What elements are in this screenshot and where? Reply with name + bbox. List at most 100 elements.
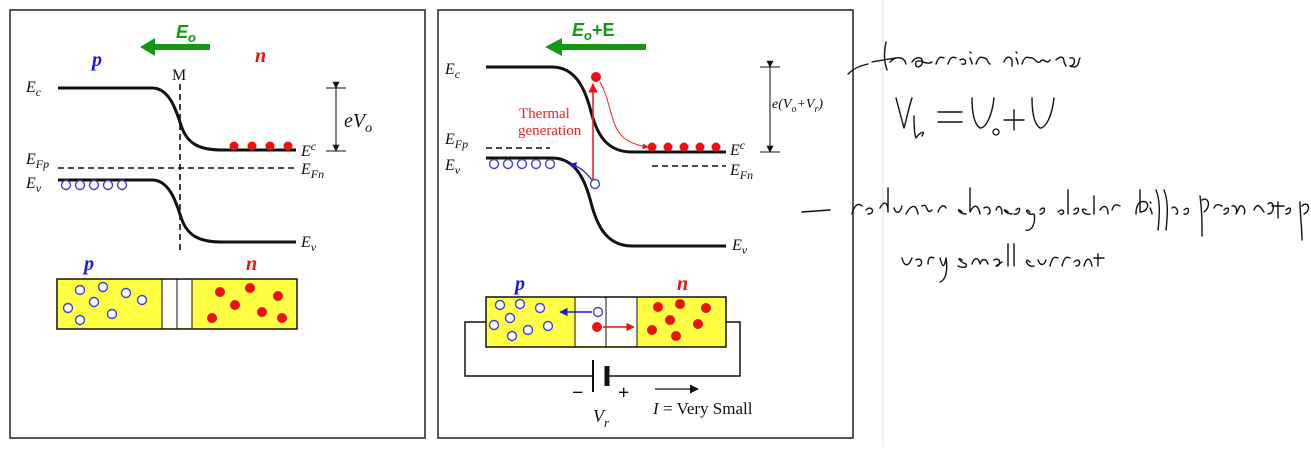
bar-p-label: p (513, 273, 525, 295)
bar-n-label: n (677, 273, 688, 295)
hole (116, 179, 128, 191)
efn-label: EFn (729, 162, 753, 182)
field-arrow-left: Eo (140, 22, 210, 56)
efn-label: EFn (300, 161, 324, 181)
note-line-3e (1135, 189, 1190, 231)
left-panel-frame (9, 9, 426, 439)
hole-drift-arrow (569, 162, 593, 181)
right-panel: Eo+E Ec Ec EFp EFn Ev Ev e(Vo+Vr) Therma… (437, 9, 854, 439)
current-label: I = Very Small (652, 399, 753, 418)
electrons-n-side (647, 142, 721, 152)
note-line-4b (957, 243, 1015, 269)
barrier-height-marker: eVo (326, 81, 372, 152)
hole (88, 179, 100, 191)
ec-label: Ec (444, 61, 461, 81)
ec-right-label: Ec (300, 139, 317, 160)
barrier-height-marker: e(Vo+Vr) (760, 60, 823, 153)
thermal-generation: Thermal generation (518, 72, 649, 190)
note-line-3g (1253, 201, 1310, 241)
note-line-4c (1025, 253, 1105, 267)
minority-electron (592, 322, 602, 332)
field-arrow-right: Eo+E (545, 20, 646, 56)
note-line-3a (851, 187, 947, 215)
battery-minus: − (572, 382, 583, 404)
conduction-band (58, 86, 296, 152)
electron-drift-arrow (599, 81, 649, 150)
formula-sub-b (913, 115, 925, 139)
generated-electron (591, 72, 601, 82)
holes-in-bar (62, 281, 148, 326)
note-line-3d (1057, 189, 1121, 215)
electron (265, 141, 275, 151)
thermal-label-line1: Thermal (519, 106, 570, 122)
electrons-in-bar (207, 283, 287, 323)
ev-right-label: Ev (300, 234, 317, 254)
valence-band (58, 178, 296, 244)
formula-U2 (1031, 97, 1055, 129)
field-arrow-shape (545, 38, 646, 56)
metallurgical-junction-label: M (172, 67, 186, 84)
efp-label: EFp (25, 151, 49, 171)
generated-hole (589, 178, 601, 190)
pn-junction-bar (56, 278, 298, 330)
pn-junction-bar-reverse (485, 296, 727, 348)
electron (247, 141, 257, 151)
ev-right-label: Ev (731, 237, 748, 257)
handwritten-notes: barrier increases V_b = V_o + V reduces … (801, 29, 1310, 283)
formula-sub-o (992, 128, 1000, 136)
formula-plus (1003, 109, 1025, 131)
battery-plus: + (618, 382, 629, 404)
note-line-1-text: barrier increases (1000, 29, 1007, 31)
formula-V (895, 97, 913, 129)
note-dash (801, 209, 831, 213)
barrier-height-label: e(Vo+Vr) (772, 97, 823, 115)
hole (60, 179, 72, 191)
right-panel-frame (437, 9, 854, 439)
efp-label: EFp (444, 131, 468, 151)
wire-right (607, 321, 741, 377)
holes-p-side (488, 158, 556, 170)
electrons-in-bar (647, 299, 711, 341)
electrons-n-side (229, 141, 293, 151)
ev-label: Ev (444, 157, 461, 177)
ev-label: Ev (25, 175, 42, 195)
formula-equals (937, 111, 963, 123)
note-very-small-current: very small current (901, 59, 1105, 283)
note-line-2-text: V_b = V_o + V (1000, 39, 1007, 41)
note-line-4-text: very small current (1000, 59, 1008, 61)
ec-label: Ec (25, 79, 42, 99)
minority-hole (592, 306, 604, 318)
reverse-bias-circuit: − + Vr I = Very Small (464, 321, 753, 430)
note-line-4a (901, 256, 948, 283)
note-line-3b (957, 187, 1021, 215)
bar-n-label: n (246, 253, 257, 275)
vr-label: Vr (593, 406, 610, 430)
note-line-3c (1025, 207, 1046, 231)
wire-left (464, 321, 592, 377)
holes-in-bar (488, 298, 554, 342)
barrier-height-label: eVo (344, 110, 372, 136)
bar-p-label: p (82, 253, 94, 275)
hole (74, 179, 86, 191)
p-side-label: p (90, 49, 102, 71)
note-reduces-chance: reduces chance of electron diffuse from … (801, 48, 1310, 241)
note-line-3f (1199, 195, 1246, 237)
valence-band-reverse (486, 156, 726, 248)
field-label: Eo+E (572, 20, 615, 43)
ec-right-label: Ec (729, 138, 746, 159)
conduction-band-reverse (486, 65, 726, 154)
note-line-1 (871, 41, 1081, 71)
electron (229, 141, 239, 151)
formula-U (971, 97, 995, 129)
electron (283, 141, 293, 151)
note-barrier-increases: barrier increases (871, 29, 1081, 71)
note-line-3-text: reduces chance of electron diffuse from … (1000, 48, 1019, 51)
field-label: Eo (176, 22, 196, 45)
note-connector (847, 63, 869, 75)
thermal-label-line2: generation (518, 123, 582, 139)
left-panel: Eo p n M Ec Ec EFp EFn Ev Ev eVo (9, 9, 426, 439)
n-side-label: n (255, 45, 266, 67)
holes-p-side (60, 179, 128, 191)
